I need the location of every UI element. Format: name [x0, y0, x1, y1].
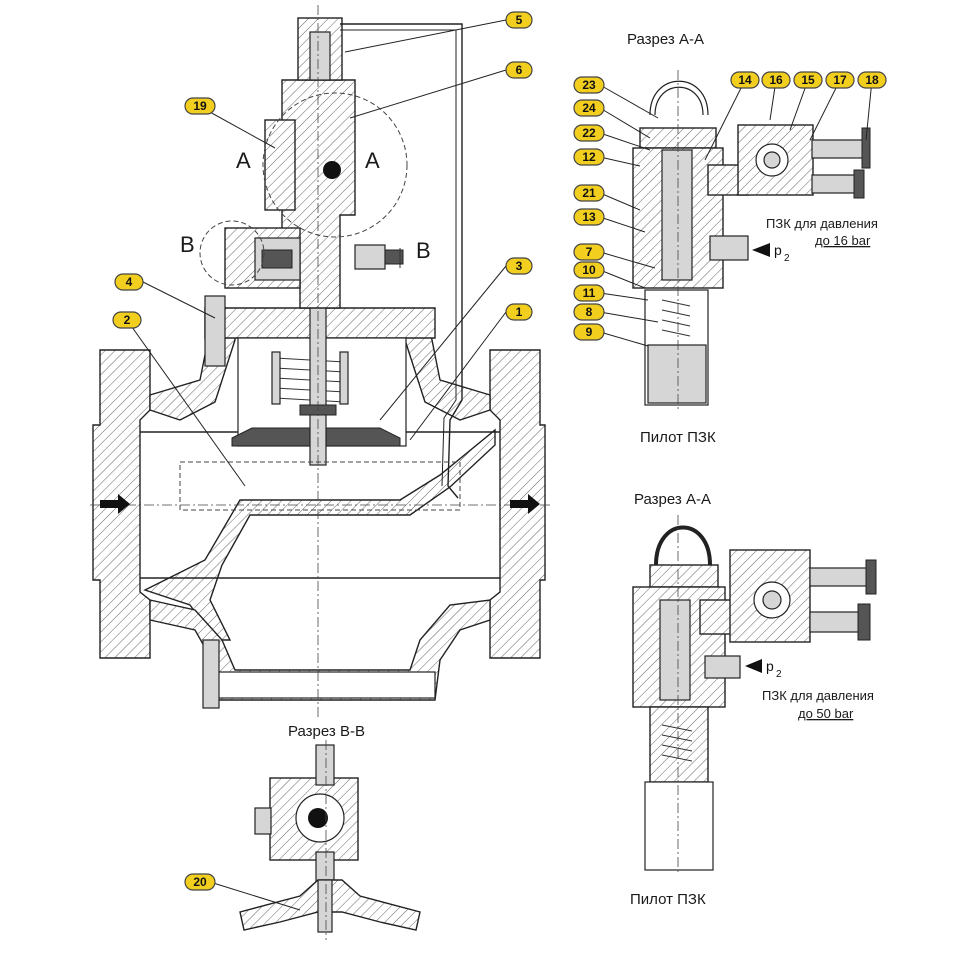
pressure-note-bottom-2: до 50 bar [798, 706, 854, 721]
impulse-tube [340, 23, 463, 499]
pilot-16bar-drawing [632, 70, 871, 410]
callout-15: 15 [801, 73, 815, 87]
callout-10: 10 [582, 263, 596, 277]
side-plug-assembly [224, 227, 404, 289]
pressure-note-top-2: до 16 bar [815, 233, 871, 248]
callout-19: 19 [193, 99, 207, 113]
bottom-bolt [202, 639, 220, 709]
pilot-50bar-drawing [632, 515, 877, 875]
callout-7: 7 [586, 245, 593, 259]
callout-1: 1 [516, 305, 523, 319]
callout-2: 2 [124, 313, 131, 327]
section-title-a-a-top: Разрез А-А [627, 31, 704, 48]
callout-21: 21 [582, 186, 596, 200]
callout-14: 14 [738, 73, 752, 87]
callouts: 5 6 3 1 4 2 19 20 23 24 22 12 21 13 7 10… [112, 11, 887, 911]
cut-letter-b-right: B [416, 238, 431, 263]
pressure-p-bottom: p [766, 658, 774, 674]
pilot-caption-bottom: Пилот ПЗК [630, 891, 706, 908]
callout-8: 8 [586, 305, 593, 319]
main-valve-section [90, 5, 550, 720]
cut-letter-b-left: B [180, 232, 195, 257]
pilot-caption-top: Пилот ПЗК [640, 429, 716, 446]
section-title-a-a-bottom: Разрез А-А [634, 491, 711, 508]
callout-23: 23 [582, 78, 596, 92]
pressure-sub-top: 2 [784, 253, 790, 264]
bottom-cover [214, 671, 436, 699]
flow-arrow-in [100, 494, 130, 514]
actuator-cap [309, 31, 331, 81]
callout-22: 22 [582, 126, 596, 140]
callout-24: 24 [582, 101, 596, 115]
callout-5: 5 [516, 13, 523, 27]
callout-6: 6 [516, 63, 523, 77]
callout-20: 20 [193, 875, 207, 889]
callout-16: 16 [769, 73, 783, 87]
bonnet-bolt [204, 295, 226, 367]
ball-detent [323, 161, 341, 179]
callout-18: 18 [865, 73, 879, 87]
body-wall-right [404, 329, 491, 421]
callout-17: 17 [833, 73, 847, 87]
cut-letter-a-right: A [365, 148, 380, 173]
pressure-p-top: p [774, 242, 782, 258]
pressure-note-top-1: ПЗК для давления [766, 216, 878, 231]
cut-letter-a-left: A [236, 148, 251, 173]
flow-arrow-out [510, 494, 540, 514]
callout-11: 11 [583, 286, 596, 300]
callout-4: 4 [126, 275, 133, 289]
pressure-note-bottom-1: ПЗК для давления [762, 688, 874, 703]
section-b-b-drawing [239, 740, 421, 940]
callout-12: 12 [582, 150, 596, 164]
callout-3: 3 [516, 259, 523, 273]
section-title-b-b: Разрез В-В [288, 723, 365, 740]
pilot-block [264, 119, 296, 211]
callout-9: 9 [586, 325, 593, 339]
pressure-sub-bottom: 2 [776, 669, 782, 680]
callout-13: 13 [582, 210, 596, 224]
